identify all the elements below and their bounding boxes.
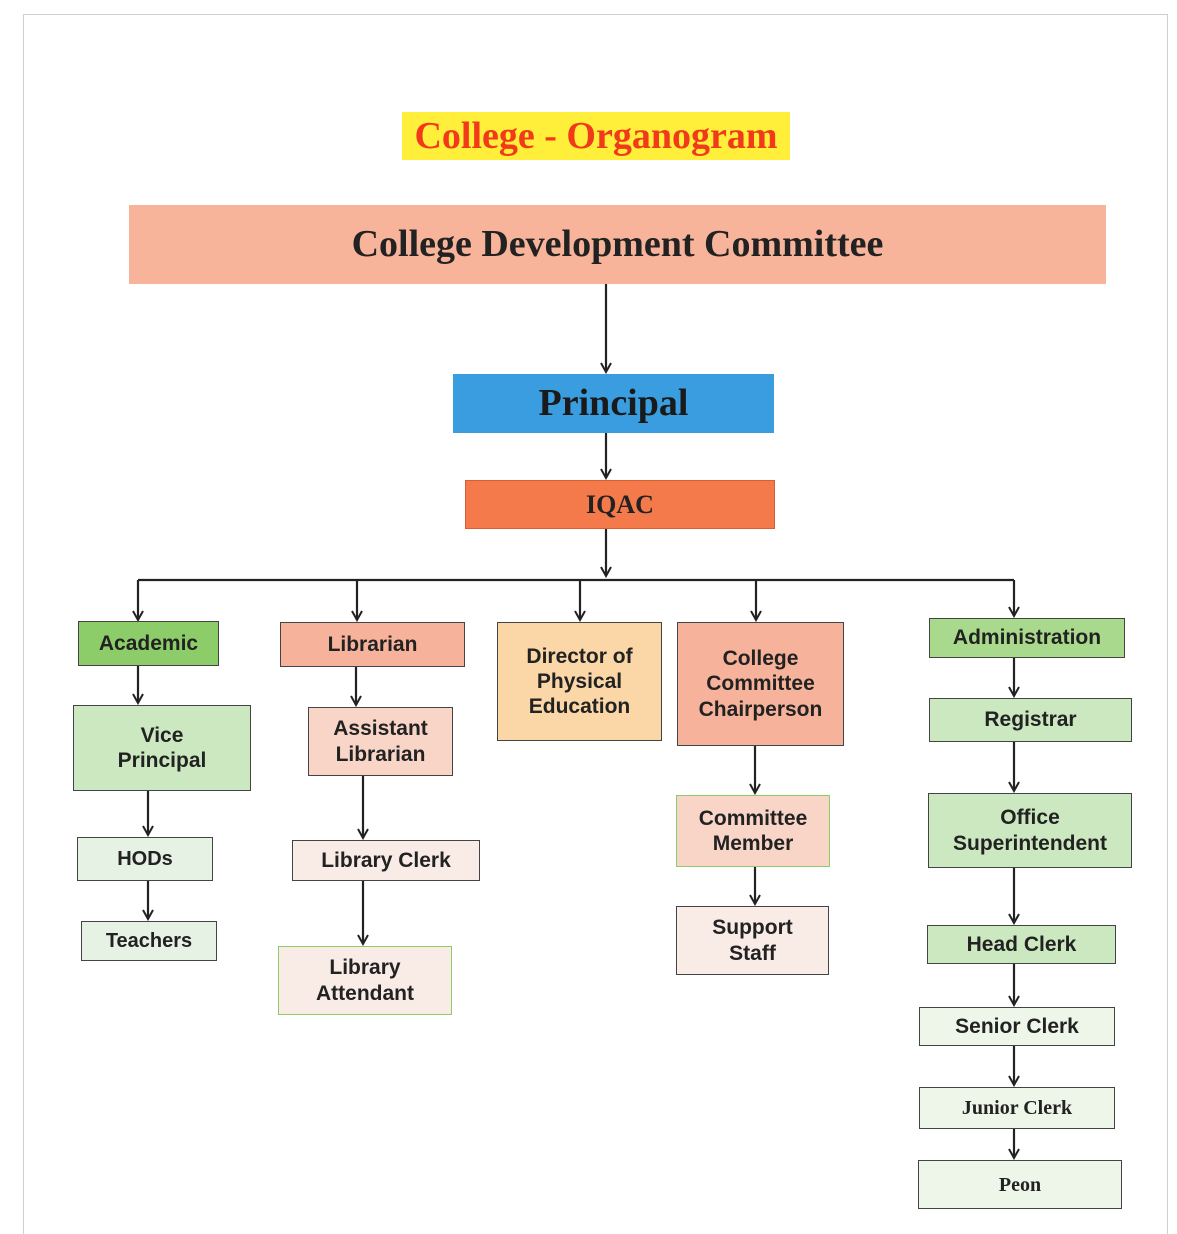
senior-clerk-label: Senior Clerk (955, 1014, 1079, 1038)
teachers-label: Teachers (105, 930, 193, 952)
support-staff-box: Support Staff (676, 906, 829, 975)
junior-clerk-box: Junior Clerk (919, 1087, 1115, 1129)
office-superintendent-box: Office Superintendent (928, 793, 1132, 868)
chairperson-box: College Committee Chairperson (677, 622, 844, 746)
committee-member-box: Committee Member (676, 795, 830, 867)
vice-principal-label: Vice Principal (117, 723, 207, 772)
academic-label: Academic (98, 631, 199, 655)
library-attendant-box: Library Attendant (278, 946, 452, 1015)
office-superintendent-label: Office Superintendent (952, 806, 1107, 855)
assistant-librarian-label: Assistant Librarian (333, 717, 428, 766)
registrar-box: Registrar (929, 698, 1132, 742)
page-title: College - Organogram (402, 112, 790, 160)
library-clerk-label: Library Clerk (321, 848, 451, 872)
registrar-label: Registrar (984, 708, 1077, 732)
principal-label: Principal (538, 381, 689, 424)
iqac-box: IQAC (465, 480, 775, 529)
assistant-librarian-box: Assistant Librarian (308, 707, 453, 776)
library-clerk-box: Library Clerk (292, 840, 480, 881)
head-clerk-label: Head Clerk (966, 932, 1077, 956)
committee-member-label: Committee Member (698, 806, 808, 855)
support-staff-label: Support Staff (712, 916, 793, 965)
administration-box: Administration (929, 618, 1125, 658)
librarian-box: Librarian (280, 622, 465, 667)
director-pe-label: Director of Physical Education (526, 644, 633, 719)
hods-label: HODs (117, 848, 173, 870)
senior-clerk-box: Senior Clerk (919, 1007, 1115, 1046)
peon-box: Peon (918, 1160, 1122, 1209)
hods-box: HODs (77, 837, 213, 881)
chairperson-label: College Committee Chairperson (698, 647, 823, 721)
director-pe-box: Director of Physical Education (497, 622, 662, 741)
principal-box: Principal (453, 374, 774, 433)
committee-label: College Development Committee (351, 222, 884, 265)
administration-label: Administration (952, 626, 1102, 650)
academic-box: Academic (78, 621, 219, 666)
head-clerk-box: Head Clerk (927, 925, 1116, 964)
library-attendant-label: Library Attendant (316, 956, 414, 1005)
iqac-label: IQAC (586, 489, 654, 519)
peon-label: Peon (998, 1173, 1042, 1196)
page-frame (23, 14, 1168, 1234)
junior-clerk-label: Junior Clerk (961, 1097, 1073, 1119)
librarian-label: Librarian (327, 632, 418, 656)
vice-principal-box: Vice Principal (73, 705, 251, 791)
committee-box: College Development Committee (129, 205, 1106, 284)
teachers-box: Teachers (81, 921, 217, 961)
